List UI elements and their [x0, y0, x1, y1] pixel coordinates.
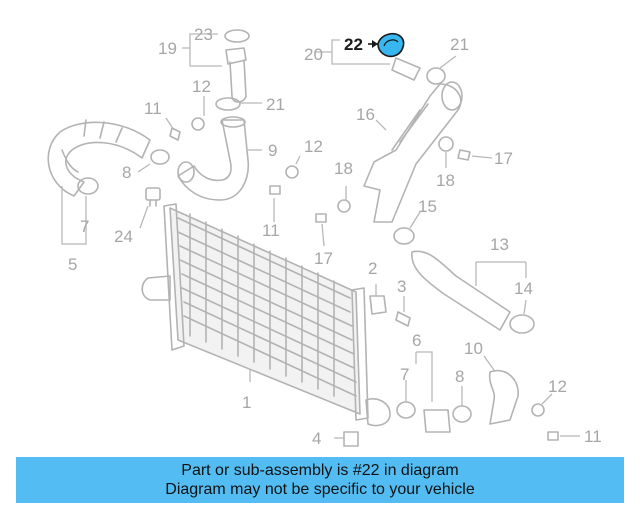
- callout-18-left: 18: [334, 159, 353, 178]
- callout-12-top: 12: [192, 77, 211, 96]
- callout-6: 6: [412, 331, 421, 350]
- callout-18-right: 18: [436, 171, 455, 190]
- bolt-12-mid: [285, 165, 299, 179]
- banner-part-line: Part or sub-assembly is #22 in diagram: [181, 462, 459, 479]
- bolt-18-left: [337, 199, 351, 213]
- bolt-17-left: [315, 213, 327, 223]
- callout-23: 23: [194, 25, 213, 44]
- callout-8-lower: 8: [455, 367, 464, 386]
- callout-24: 24: [114, 227, 133, 246]
- clamp-8-lower: [452, 405, 472, 423]
- clamp-7-left: [77, 177, 99, 195]
- bolt-17-right: [457, 149, 471, 161]
- bolt-11-lower: [547, 431, 559, 441]
- info-banner: Part or sub-assembly is #22 in diagram D…: [16, 457, 624, 503]
- callout-17-left: 17: [314, 249, 333, 268]
- parts-diagram: 1 2 3 4 5 6 7 7 8 8 9 10 11 11 11 12 12 …: [47, 25, 602, 448]
- callout-11-left: 11: [144, 99, 162, 118]
- callout-10: 10: [464, 339, 483, 358]
- bracket-4: [343, 431, 359, 447]
- callout-4: 4: [312, 429, 321, 448]
- upper-pipe-19: [224, 29, 250, 103]
- callout-15: 15: [418, 197, 437, 216]
- callout-12-lower: 12: [548, 377, 567, 396]
- hose-20: [391, 57, 421, 81]
- callout-22-highlighted: 22: [344, 35, 363, 54]
- clamp-15: [393, 227, 415, 245]
- callout-1: 1: [242, 393, 251, 412]
- clamp-8-left: [150, 149, 170, 165]
- callout-12-mid: 12: [304, 137, 323, 156]
- left-intake-hose: [47, 119, 151, 197]
- clamp-22-highlighted: [377, 32, 405, 58]
- bolt-12-lower: [531, 403, 545, 417]
- callout-11-lower: 11: [584, 427, 602, 446]
- bolt-3: [395, 311, 411, 327]
- callout-17-right: 17: [494, 149, 513, 168]
- sensor-24: [145, 187, 161, 207]
- clamp-21-right: [426, 67, 446, 85]
- callout-21-right: 21: [450, 35, 469, 54]
- callout-20: 20: [304, 45, 323, 64]
- callout-2: 2: [368, 259, 377, 278]
- hose-6: [423, 409, 451, 433]
- pipe-10: [488, 369, 519, 425]
- bolt-12-top: [191, 117, 205, 131]
- callout-11-mid: 11: [262, 221, 280, 240]
- callout-16: 16: [356, 105, 375, 124]
- bracket-2: [369, 295, 387, 315]
- callout-3: 3: [397, 277, 406, 296]
- leader-lines: [61, 33, 580, 439]
- callout-7-left: 7: [80, 217, 89, 236]
- callout-labels: 1 2 3 4 5 6 7 7 8 8 9 10 11 11 11 12 12 …: [68, 25, 602, 448]
- callout-21-left: 21: [266, 95, 285, 114]
- callout-19: 19: [158, 39, 177, 58]
- callout-9: 9: [268, 141, 277, 160]
- banner-disclaimer-line: Diagram may not be specific to your vehi…: [165, 481, 475, 498]
- clamp-21-left: [215, 97, 241, 111]
- callout-5: 5: [68, 255, 77, 274]
- callout-14: 14: [514, 279, 533, 298]
- clamp-14: [509, 314, 535, 334]
- pipe-9: [177, 116, 249, 201]
- clamp-7-lower: [396, 401, 416, 419]
- callout-13: 13: [490, 235, 509, 254]
- callout-7-lower: 7: [400, 365, 409, 384]
- intercooler-1: [141, 203, 391, 427]
- pipe-16: [363, 81, 463, 223]
- hose-13: [411, 250, 511, 331]
- bolt-11-mid: [269, 185, 281, 195]
- bolt-11-left: [169, 127, 181, 141]
- bolt-18-right: [438, 136, 454, 152]
- callout-8-left: 8: [122, 163, 131, 182]
